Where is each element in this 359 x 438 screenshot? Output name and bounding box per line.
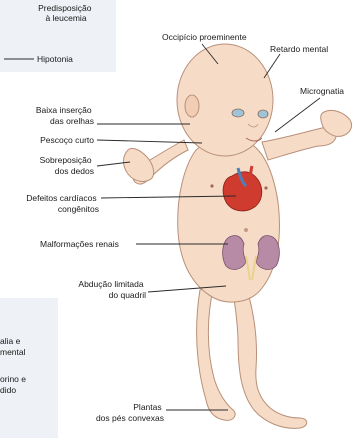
- arm-right: [262, 127, 336, 160]
- leg-right: [232, 286, 307, 428]
- label-pescoco: Pescoço curto: [40, 135, 94, 145]
- navel: [244, 228, 248, 232]
- label-baixa-insercao: Baixa inserção das orelhas: [36, 105, 94, 126]
- nipple-left: [210, 184, 213, 187]
- hand-left: [124, 148, 154, 181]
- leg-left: [197, 285, 236, 420]
- label-retardo: Retardo mental: [270, 44, 328, 54]
- label-partial-1: alia e mental: [0, 336, 26, 357]
- torso: [178, 140, 280, 302]
- bottom-left-panel: [0, 298, 58, 438]
- eye-right: [258, 110, 268, 118]
- label-occipicio: Occipício proeminente: [162, 32, 247, 42]
- label-micrognatia: Micrognatia: [300, 86, 344, 96]
- eye-left: [232, 109, 244, 117]
- label-hipotonia: Hipotonia: [37, 54, 73, 64]
- label-predisposicao: Predisposição à leucemia: [38, 3, 94, 23]
- label-plantas: Plantas dos pés convexas: [96, 402, 164, 423]
- ear: [185, 95, 199, 117]
- label-malformacoes: Malformações renais: [40, 239, 119, 249]
- label-sobreposicao: Sobreposição dos dedos: [40, 155, 94, 176]
- label-defeitos: Defeitos cardíacos congênitos: [26, 193, 99, 214]
- nipple-right: [264, 186, 267, 189]
- label-abducao: Abdução limitada do quadril: [78, 279, 146, 300]
